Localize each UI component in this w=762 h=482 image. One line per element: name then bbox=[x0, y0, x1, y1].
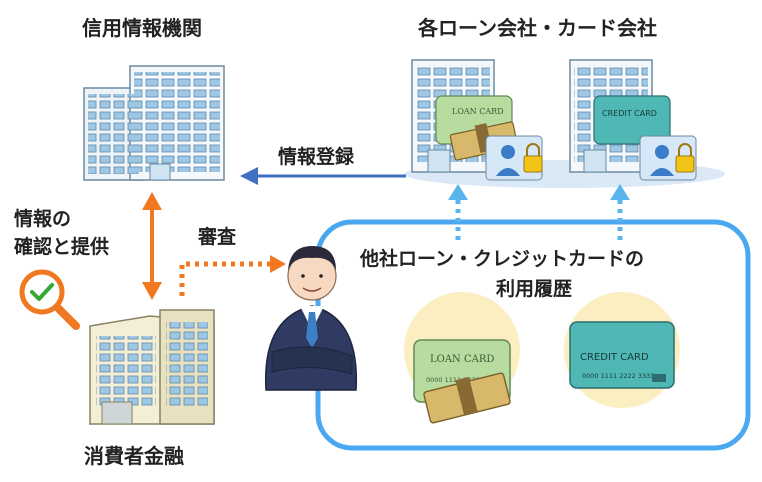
info-registration-arrow bbox=[240, 167, 406, 185]
credit-card-small: CREDIT CARD bbox=[593, 95, 671, 145]
credit-bureau-building bbox=[83, 65, 225, 181]
info-exchange-arrow bbox=[142, 192, 162, 300]
credit-history-label-line2: 利用履歴 bbox=[496, 278, 573, 300]
consumer-finance-building bbox=[89, 309, 215, 425]
lenders-title: 各ローン会社・カード会社 bbox=[418, 16, 657, 40]
loan-card-label-large: LOAN CARD bbox=[430, 354, 494, 365]
screening-label: 審査 bbox=[198, 226, 237, 248]
credit-card-label-large: CREDIT CARD bbox=[580, 352, 649, 363]
info-confirm-label-line1: 情報の bbox=[14, 208, 72, 230]
credit-card-number: 0000 1111 2222 3333 bbox=[582, 372, 654, 380]
loan-card-label-small: LOAN CARD bbox=[452, 107, 504, 116]
credit-history-label-line1: 他社ローン・クレジットカードの bbox=[360, 248, 645, 270]
consumer-finance-title: 消費者金融 bbox=[84, 444, 184, 468]
credit-card-large: CREDIT CARD 0000 1111 2222 3333 bbox=[569, 321, 675, 389]
history-upload-arrow-credit bbox=[610, 184, 630, 240]
cash-bundle-large bbox=[423, 372, 511, 424]
info-registration-label: 情報登録 bbox=[278, 146, 355, 168]
magnifier-check-icon bbox=[19, 269, 80, 330]
credit-card-label-small: CREDIT CARD bbox=[602, 109, 657, 118]
user-lock-icon-loan bbox=[485, 135, 543, 181]
businessman-illustration bbox=[264, 246, 358, 391]
credit-bureau-title: 信用情報機関 bbox=[82, 16, 202, 40]
info-confirm-label-line2: 確認と提供 bbox=[14, 236, 110, 258]
user-lock-icon-credit bbox=[639, 135, 697, 181]
screening-arrow bbox=[179, 255, 286, 296]
history-upload-arrow-loan bbox=[448, 184, 468, 240]
